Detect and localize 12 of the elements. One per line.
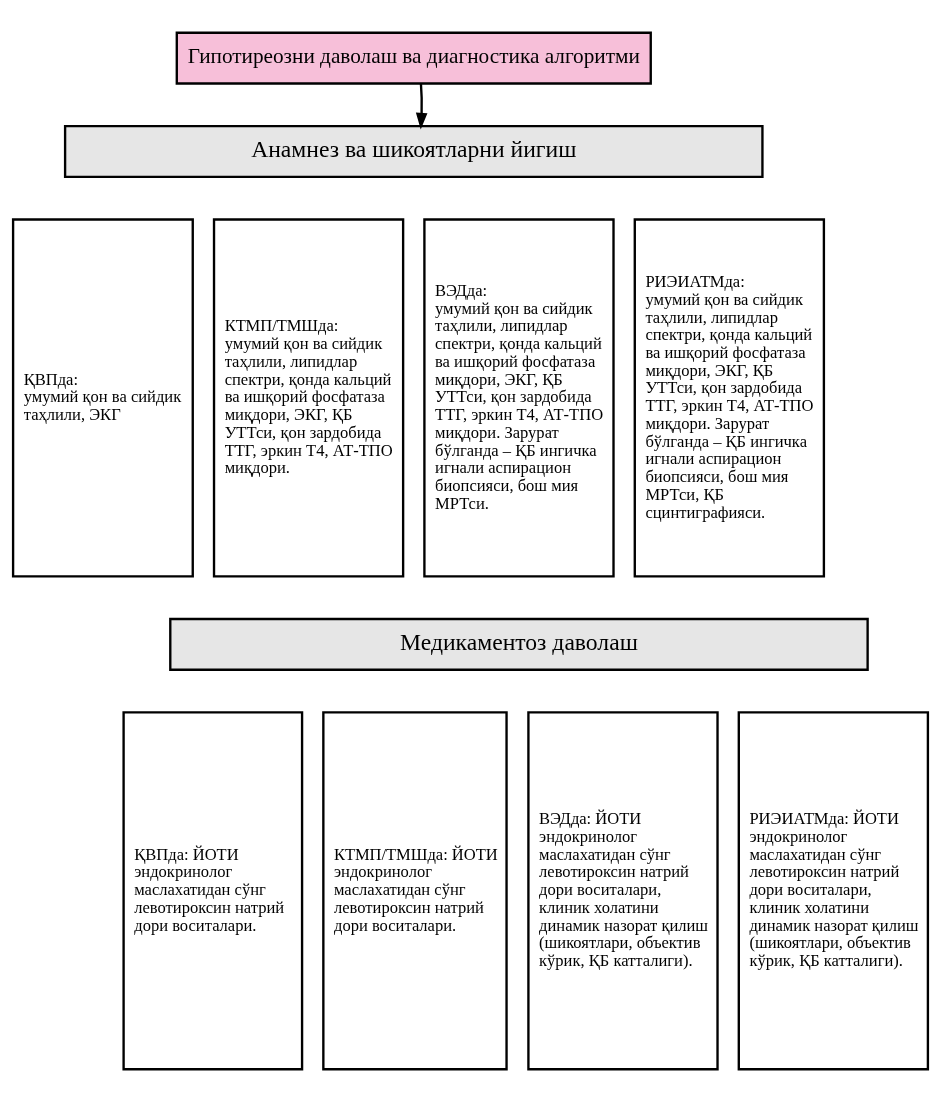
node-box: КТМП/ТМШда: ЙОТИ эндокринолог маслахатидан сўнг левотироксин натрий дори воситалари. [322,711,508,1071]
node-box: РИЭИАТМда: умумий қон ва сийдик таҳлили, липидлар спектри, қонда кальций ва ишқорий фосфатаза миқдори, ЭКГ, ҚБ УТТси, қон зардобида ТТГ, эркин Т4, АТ-ТПО миқдори. Зарурат бўлганда – ҚБ ингичка игнали аспирацион биопсияси, бош мия МРТси, ҚБ сцинтиграфияси. [633,218,826,578]
node-box: ВЭДда: ЙОТИ эндокринолог маслахатидан сўнг левотироксин натрий дори воситалари, клиник холатини динамик назорат қилиш (шикоятлари, объектив кўрик, ҚБ катталиги). [527,711,719,1071]
node-box: Гипотиреозни даволаш ва диагностика алгоритми [175,31,652,85]
arrow [415,83,428,130]
node-box: ҚВПда: умумий қон ва сийдик таҳлили, ЭКГ [11,218,194,578]
node-box: ҚВПда: ЙОТИ эндокринолог маслахатидан сўнг левотироксин натрий дори воситалари. [122,711,304,1071]
node-box: Медикаментоз даволаш [169,617,869,671]
node-box: Анамнез ва шикоятларни йигиш [63,124,764,179]
node-box: КТМП/ТМШда: умумий қон ва сийдик таҳлили, липидлар спектри, қонда кальций ва ишқорий фосфатаза миқдори, ЭКГ, ҚБ УТТси, қон зардобида ТТГ, эркин Т4, АТ-ТПО миқдори. [212,218,405,578]
node-box: ВЭДда: умумий қон ва сийдик таҳлили, липидлар спектри, қонда кальций ва ишқорий фосфатаза миқдори, ЭКГ, ҚБ УТТси, қон зардобида ТТГ, эркин Т4, АТ-ТПО миқдори. Зарурат бўлганда – ҚБ ингичка игнали аспирацион биопсияси, бош мия МРТси. [423,218,615,578]
node-box: РИЭИАТМда: ЙОТИ эндокринолог маслахатидан сўнг левотироксин натрий дори воситалари, клиник холатини динамик назорат қилиш (шикоятлари, объектив кўрик, ҚБ катталиги). [737,711,930,1071]
